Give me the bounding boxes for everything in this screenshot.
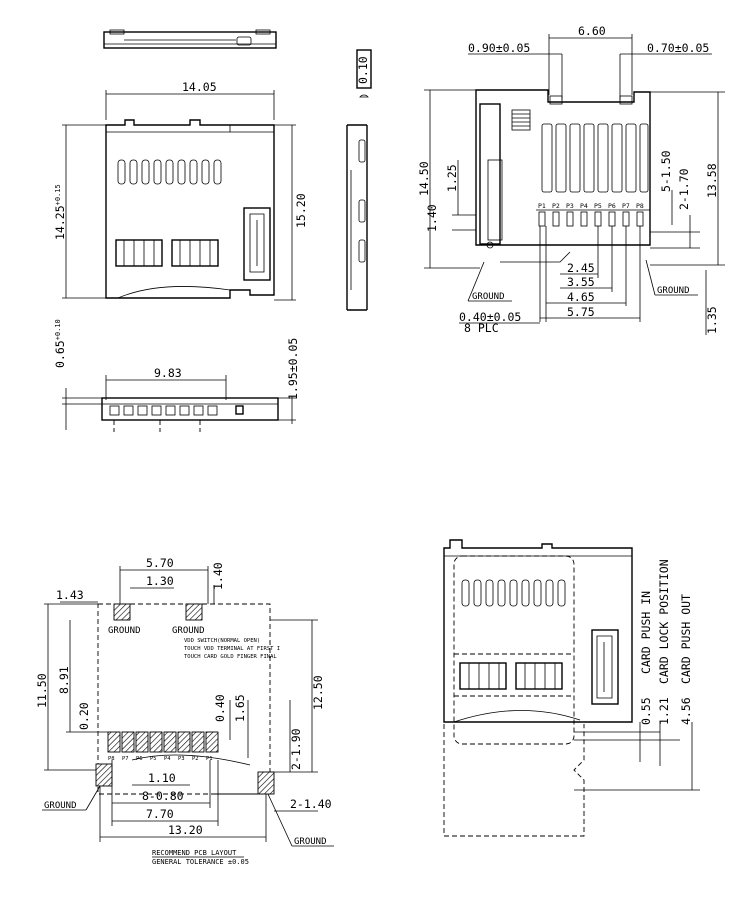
svg-text:P2: P2 bbox=[552, 202, 560, 210]
card-contacts bbox=[461, 579, 566, 607]
dim-2-45: 2.45 bbox=[567, 261, 595, 275]
svg-text:P7: P7 bbox=[122, 756, 129, 762]
section-contacts bbox=[109, 405, 244, 416]
general-tolerance: GENERAL TOLERANCE ±0.05 bbox=[152, 858, 249, 866]
dim-4-65: 4.65 bbox=[567, 290, 595, 304]
dim-11-50: 11.50 bbox=[35, 673, 49, 708]
dim-3-55: 3.55 bbox=[567, 275, 595, 289]
ground-label-2: GROUND bbox=[172, 626, 205, 636]
card-contacts-top bbox=[117, 159, 222, 185]
ground-label-4: GROUND bbox=[294, 837, 327, 847]
dim-14-05: 14.05 bbox=[182, 80, 217, 94]
dim-0-20: 0.20 bbox=[77, 702, 91, 730]
svg-text:P3: P3 bbox=[566, 202, 574, 210]
card-push-in-label: CARD PUSH IN bbox=[639, 591, 653, 674]
ground-label-1: GROUND bbox=[108, 626, 141, 636]
svg-text:P4: P4 bbox=[164, 756, 171, 762]
pcb-pin-labels: P8 P7 P6 P5 P4 P3 P2 P1 bbox=[108, 756, 213, 762]
dim-0-90: 0.90±0.05 bbox=[468, 41, 530, 55]
dim-12-50: 12.50 bbox=[311, 675, 325, 710]
dim-14-50: 14.50 bbox=[417, 161, 431, 196]
dim-2-1-90: 2-1.90 bbox=[289, 728, 303, 770]
dim-2-1-70: 2-1.70 bbox=[677, 168, 691, 210]
svg-text:P7: P7 bbox=[622, 202, 630, 210]
dim-1-40: 1.40 bbox=[425, 204, 439, 232]
dim-1-43: 1.43 bbox=[56, 588, 84, 602]
card-lock-value: 1.21 bbox=[657, 697, 671, 725]
dim-1-40-pcb: 1.40 bbox=[211, 562, 225, 590]
svg-text:P4: P4 bbox=[580, 202, 588, 210]
dim-15-20: 15.20 bbox=[294, 193, 308, 228]
note-line-2: TOUCH VDD TERMINAL AT FIRST I bbox=[184, 646, 280, 652]
dim-1-95: 1.95±0.05 bbox=[286, 338, 300, 400]
dim-1-35: 1.35 bbox=[705, 306, 719, 334]
svg-text:P5: P5 bbox=[150, 756, 157, 762]
dim-13-20: 13.20 bbox=[168, 823, 203, 837]
dim-1-25: 1.25 bbox=[445, 164, 459, 192]
front-view: 14.05 14.25+0 bbox=[53, 80, 308, 301]
svg-text:P8: P8 bbox=[636, 202, 644, 210]
svg-text:P8: P8 bbox=[108, 756, 115, 762]
side-top-view bbox=[103, 29, 277, 49]
side-right-view: 0.10 bbox=[346, 49, 372, 311]
dim-5-1-50: 5-1.50 bbox=[659, 150, 673, 192]
dim-1-65: 1.65 bbox=[233, 694, 247, 722]
card-push-out-label: CARD PUSH OUT bbox=[679, 594, 693, 684]
pin-view: 6.60 0.90±0.05 0.70±0.05 P1 bbox=[417, 24, 725, 335]
dim-7-70: 7.70 bbox=[146, 807, 174, 821]
card-push-out-value: 4.56 bbox=[679, 697, 693, 725]
dim-9-83: 9.83 bbox=[154, 366, 182, 380]
dim-0-70: 0.70±0.05 bbox=[647, 41, 709, 55]
dim-8-plc: 8 PLC bbox=[464, 321, 499, 335]
svg-text:P1: P1 bbox=[206, 756, 213, 762]
ground-label-left: GROUND bbox=[472, 292, 505, 302]
dim-14-25: 14.25+0.15 bbox=[53, 184, 67, 240]
dim-6-60: 6.60 bbox=[578, 24, 606, 38]
ground-pad-1 bbox=[113, 603, 131, 621]
note-line-1: VDD SWITCH(NORMAL OPEN) bbox=[184, 638, 260, 644]
dim-5-70: 5.70 bbox=[146, 556, 174, 570]
ground-pad-2 bbox=[185, 603, 203, 621]
note-line-3: TOUCH CARD GOLD FINGER FINAL bbox=[184, 654, 277, 660]
ground-label-3: GROUND bbox=[44, 801, 77, 811]
bottom-section-view: 9.83 0.65+0.10 1.95±0.05 bbox=[53, 319, 300, 432]
dim-1-30: 1.30 bbox=[146, 574, 174, 588]
dim-0-65: 0.65+0.10 bbox=[53, 319, 67, 368]
ground-pad-3 bbox=[95, 763, 113, 787]
pcb-layout-title: RECOMMEND PCB LAYOUT bbox=[152, 849, 237, 857]
svg-text:P6: P6 bbox=[608, 202, 616, 210]
svg-text:P6: P6 bbox=[136, 756, 143, 762]
dim-2-1-40: 2-1.40 bbox=[290, 797, 332, 811]
dim-1-10: 1.10 bbox=[148, 771, 176, 785]
ground-pad-4 bbox=[257, 771, 275, 795]
pin-legs bbox=[538, 211, 644, 227]
dim-13-58: 13.58 bbox=[705, 163, 719, 198]
spring-pins bbox=[541, 123, 649, 193]
svg-text:P2: P2 bbox=[192, 756, 199, 762]
signal-pads bbox=[107, 731, 219, 753]
svg-text:P1: P1 bbox=[538, 202, 546, 210]
pcb-layout: 5.70 1.30 1.43 1.40 GROUND GROUND VDD SW… bbox=[35, 556, 334, 866]
dim-0-40: 0.40±0.05 bbox=[459, 310, 521, 324]
dim-8-91: 8.91 bbox=[57, 666, 71, 694]
svg-text:P3: P3 bbox=[178, 756, 185, 762]
dim-0-40-pcb: 0.40 bbox=[213, 694, 227, 722]
card-push-in-value: 0.55 bbox=[639, 697, 653, 725]
dim-8-0-80: 8-0.80 bbox=[142, 789, 184, 803]
card-lock-label: CARD LOCK POSITION bbox=[657, 559, 671, 684]
dim-5-75: 5.75 bbox=[567, 305, 595, 319]
card-position-view: 0.55 CARD PUSH IN 1.21 CARD LOCK POSITIO… bbox=[443, 539, 700, 837]
pin-labels: P1 P2 P3 P4 P5 P6 P7 P8 bbox=[538, 202, 644, 210]
svg-text:P5: P5 bbox=[594, 202, 602, 210]
ground-label-right: GROUND bbox=[657, 286, 690, 296]
label-0-10: 0.10 bbox=[356, 56, 370, 84]
